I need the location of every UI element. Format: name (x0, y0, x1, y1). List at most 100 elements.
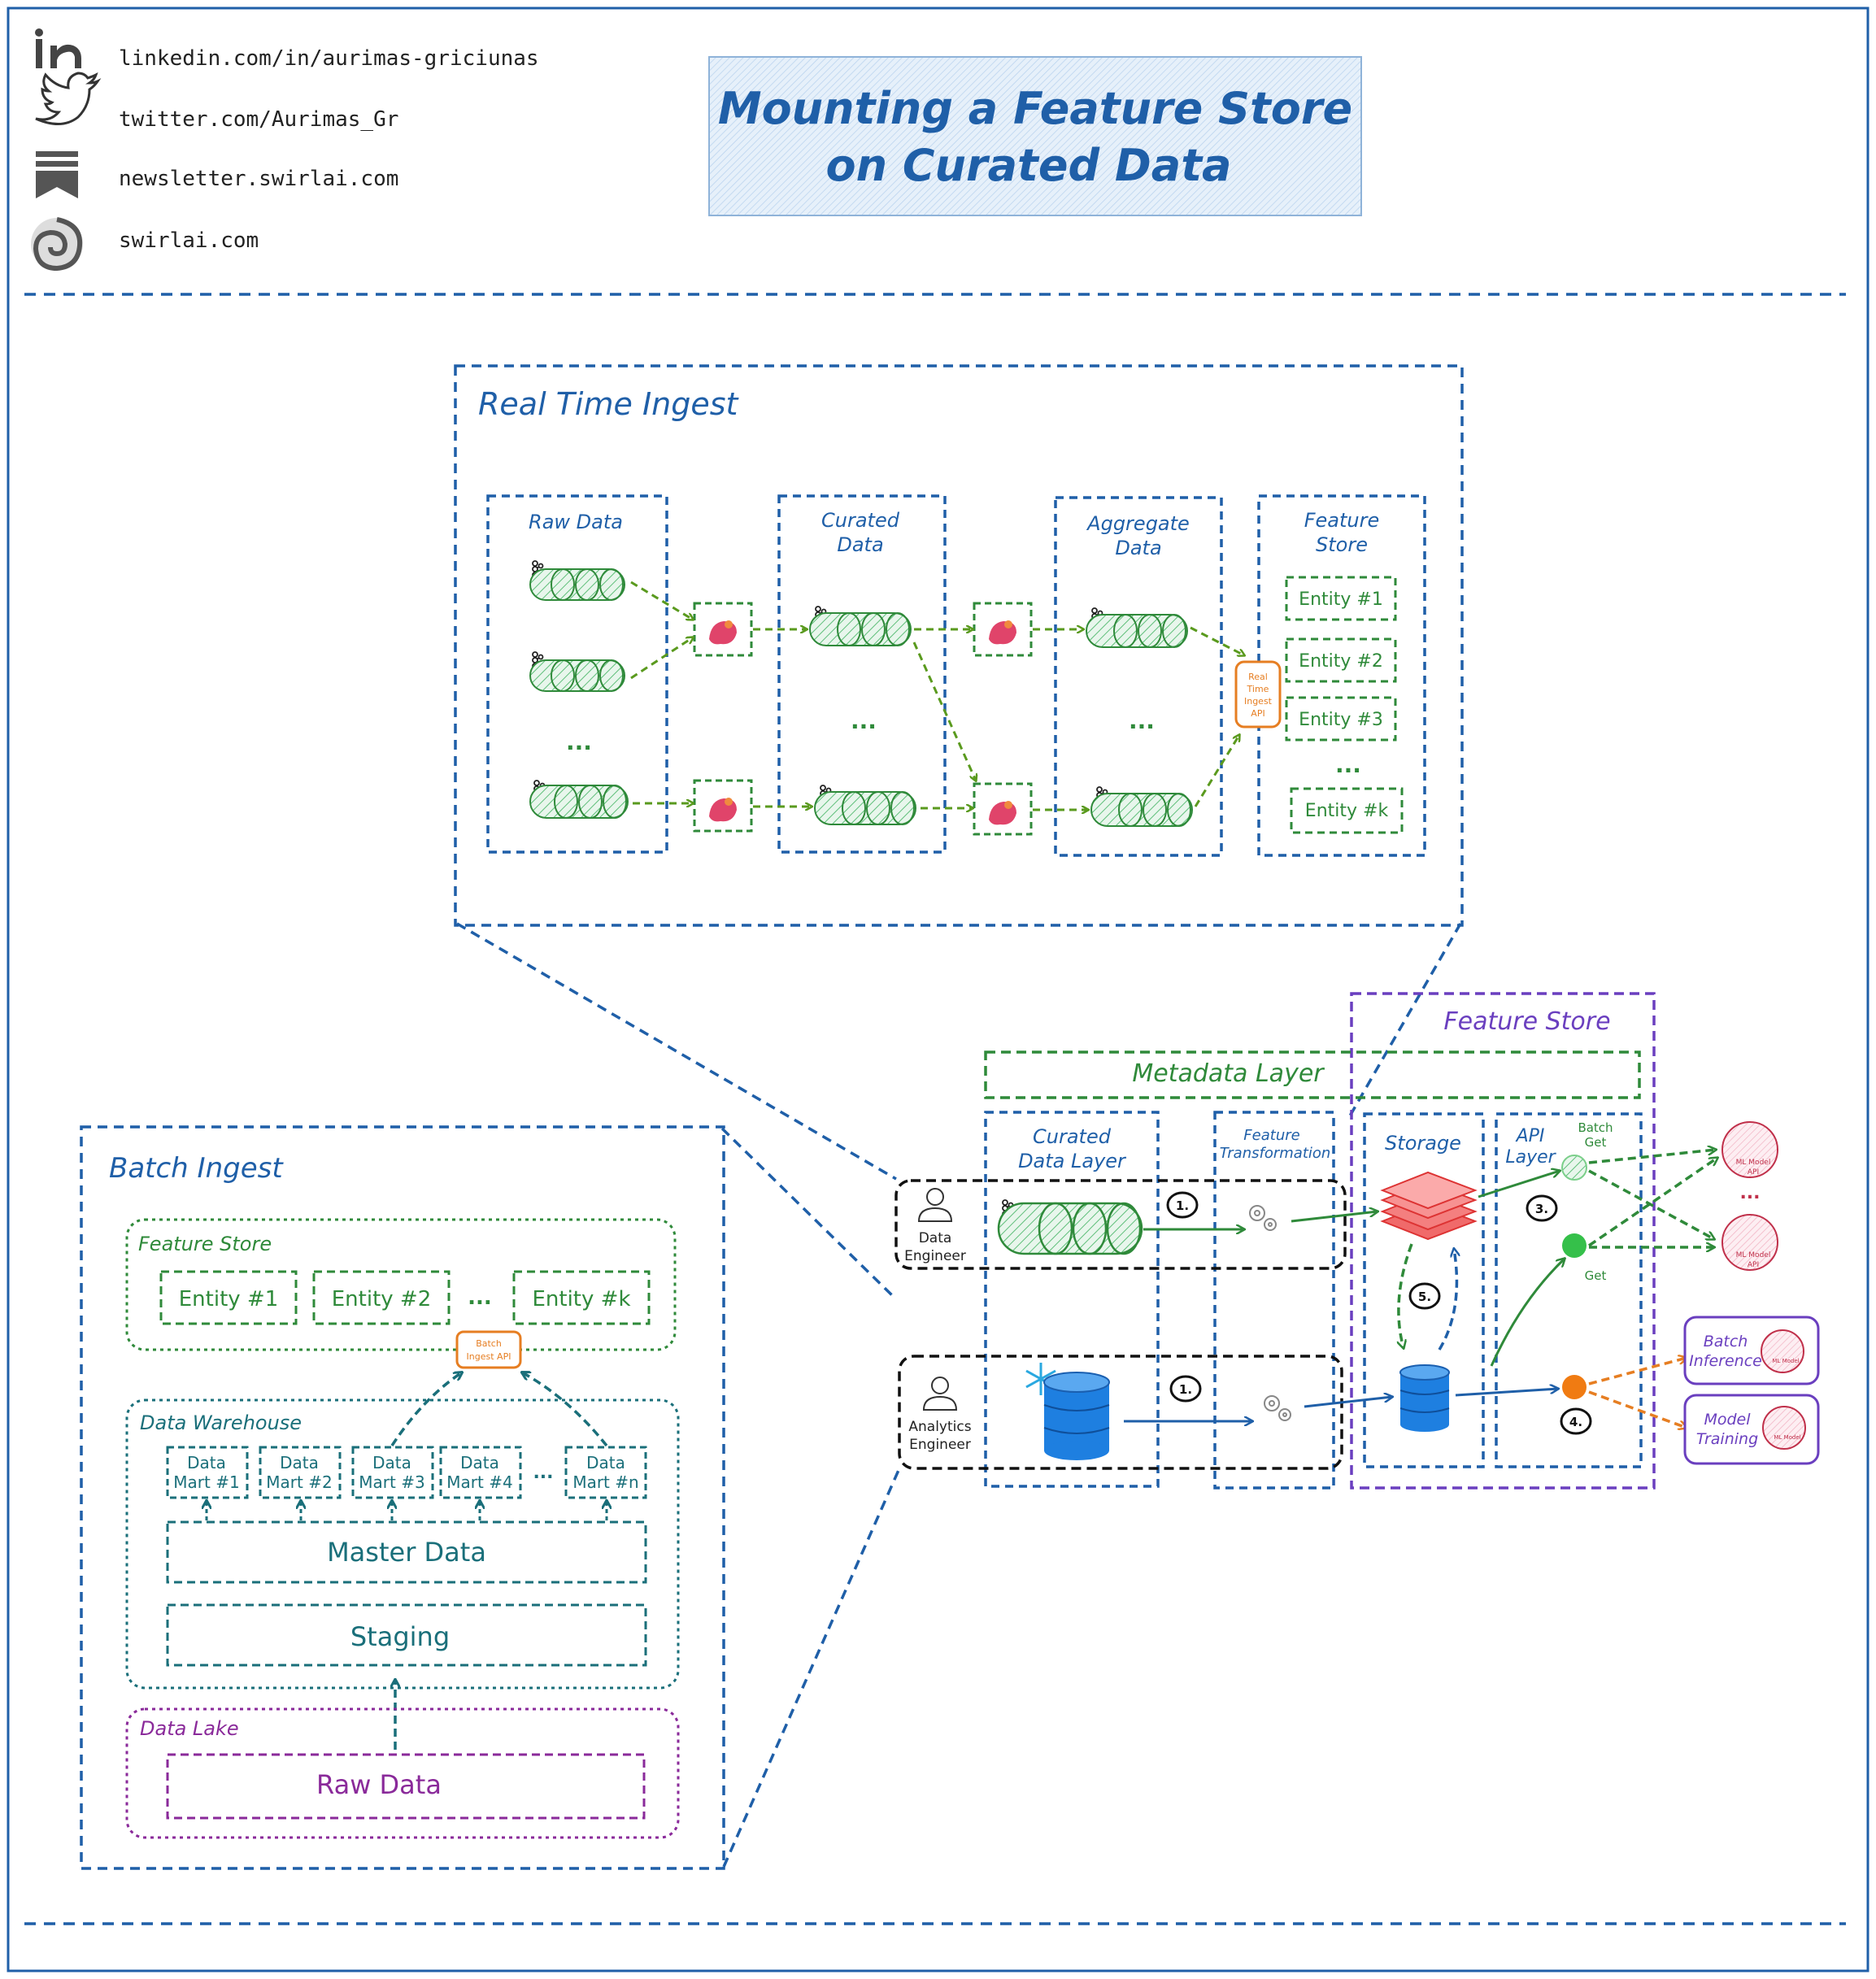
swirlai-link[interactable]: swirlai.com (119, 228, 259, 253)
svg-text:Batch: Batch (1704, 1333, 1748, 1351)
batch-inference-box: Batch Inference ML Model (1683, 1316, 1820, 1385)
data-mart-4: Data Mart #4 (439, 1446, 522, 1499)
svg-text:Data: Data (586, 1453, 625, 1472)
aggregate-stream-1 (1086, 607, 1188, 648)
ml-model-api-1: ML Model API (1721, 1121, 1778, 1178)
aggregate-data-column (1054, 496, 1223, 857)
svg-text:3.: 3. (1535, 1202, 1548, 1216)
storage-label: Storage (1385, 1132, 1461, 1155)
step-5-badge: 5. (1408, 1282, 1441, 1310)
step-1b-badge: 1. (1169, 1375, 1202, 1403)
get-endpoint (1562, 1233, 1587, 1258)
page-title-line1: Mounting a Feature Store (718, 83, 1352, 134)
online-to-offline-arrow (1399, 1243, 1413, 1348)
raw-stream-3 (529, 780, 629, 819)
svg-text:Mart #3: Mart #3 (359, 1472, 424, 1492)
page-title-line2: on Curated Data (826, 140, 1232, 191)
processor-2 (693, 779, 753, 833)
svg-text:Staging: Staging (350, 1621, 450, 1652)
offline-store-database-icon (1399, 1364, 1450, 1432)
processor-4 (973, 782, 1033, 836)
online-to-batch-get-arrow (1478, 1171, 1560, 1198)
ml-model-api-2: ML Model API (1721, 1214, 1778, 1271)
curated-data-label-2: Data (837, 533, 883, 556)
svg-text:1.: 1. (1176, 1198, 1189, 1213)
realtime-fs-label-1: Feature (1304, 509, 1380, 532)
curated-data-label-1: Curated (821, 509, 900, 532)
batch-endpoint-orange (1562, 1375, 1587, 1399)
svg-text:Inference: Inference (1689, 1352, 1762, 1370)
svg-text:Raw Data: Raw Data (316, 1769, 442, 1800)
realtime-ingest-panel: Real Time Ingest Raw Data Curated Data A… (454, 364, 1464, 927)
batch-title: Batch Ingest (109, 1152, 284, 1185)
data-engineer-lane (894, 1179, 1347, 1270)
batch-entity-ellipsis: ... (468, 1285, 492, 1310)
transformation-gear-icon-2 (1264, 1395, 1291, 1421)
svg-text:Entity #k: Entity #k (532, 1287, 630, 1311)
data-mart-2: Data Mart #2 (259, 1446, 342, 1499)
svg-text:Entity #k: Entity #k (1305, 801, 1389, 821)
svg-text:4.: 4. (1569, 1415, 1582, 1429)
aggregate-data-label-1: Aggregate (1086, 512, 1190, 535)
metadata-layer-box: Metadata Layer (984, 1050, 1641, 1099)
batch-get-endpoint (1561, 1155, 1587, 1181)
realtime-ingest-api: Real Time Ingest API (1234, 660, 1282, 729)
transformation-gear-icon-1 (1249, 1205, 1277, 1231)
aggregate-data-label-2: Data (1115, 537, 1161, 559)
raw-stream-1 (529, 560, 625, 601)
data-warehouse-label: Data Warehouse (140, 1411, 302, 1434)
svg-text:ML Model: ML Model (1736, 1251, 1771, 1259)
svg-text:Data: Data (372, 1453, 411, 1472)
online-store-layers-icon (1380, 1171, 1478, 1241)
step-1-badge: 1. (1166, 1191, 1199, 1219)
svg-text:5.: 5. (1418, 1290, 1431, 1304)
realtime-entity-k: Entity #k (1290, 787, 1404, 834)
data-mart-1: Data Mart #1 (166, 1446, 249, 1499)
curated-layer-label-1: Curated (1033, 1125, 1112, 1148)
staging-box: Staging (166, 1603, 647, 1667)
data-mart-3: Data Mart #3 (351, 1446, 434, 1499)
svg-text:Ingest API: Ingest API (467, 1351, 511, 1362)
model-training-box: Model Training ML Model (1683, 1394, 1820, 1465)
aggregate-stream-2 (1090, 786, 1193, 827)
svg-text:Entity #2: Entity #2 (332, 1287, 432, 1311)
newsletter-link[interactable]: newsletter.swirlai.com (119, 167, 398, 191)
svg-text:Entity #3: Entity #3 (1299, 710, 1383, 730)
data-engineer-icon (917, 1188, 953, 1222)
analytics-engineer-label-2: Engineer (909, 1437, 971, 1453)
raw-data-label: Raw Data (529, 511, 623, 533)
api-layer-label-1: API (1515, 1126, 1545, 1146)
processor-3 (973, 602, 1033, 657)
zoom-connectors (456, 922, 1462, 1868)
svg-text:API: API (1251, 708, 1264, 719)
storage-column (1363, 1112, 1485, 1468)
serving-arrows (1588, 1150, 1717, 1428)
svg-text:Mart #1: Mart #1 (173, 1472, 239, 1492)
offline-to-online-arrow (1438, 1249, 1456, 1351)
curated-kafka-stream (997, 1199, 1143, 1255)
svg-text:Batch: Batch (476, 1338, 502, 1349)
processor-1 (693, 602, 753, 657)
linkedin-link[interactable]: linkedin.com/in/aurimas-griciunas (119, 46, 539, 71)
twitter-icon (35, 72, 102, 125)
svg-text:Training: Training (1696, 1430, 1758, 1448)
aggregate-stream-ellipsis: ... (1129, 707, 1155, 734)
curated-data-column (777, 494, 947, 854)
step-3-badge: 3. (1526, 1194, 1558, 1222)
feature-transformation-label-2: Transformation (1220, 1145, 1331, 1162)
api-layer-label-2: Layer (1505, 1147, 1556, 1168)
feature-transformation-column (1213, 1111, 1335, 1490)
data-warehouse-box (125, 1398, 680, 1690)
raw-stream-2 (529, 651, 625, 692)
analytics-engineer-lane (898, 1355, 1343, 1470)
realtime-entity-2: Entity #2 (1285, 637, 1397, 683)
get-label: Get (1585, 1268, 1607, 1283)
svg-text:Mart #2: Mart #2 (266, 1472, 332, 1492)
data-lake-label: Data Lake (140, 1717, 239, 1740)
svg-text:Mart #4: Mart #4 (446, 1472, 512, 1492)
offline-to-get-arrow (1490, 1259, 1565, 1367)
mart-up-arrows (207, 1501, 607, 1520)
twitter-link[interactable]: twitter.com/Aurimas_Gr (119, 107, 398, 132)
svg-text:Entity #2: Entity #2 (1299, 651, 1383, 672)
svg-text:API: API (1748, 1168, 1759, 1177)
